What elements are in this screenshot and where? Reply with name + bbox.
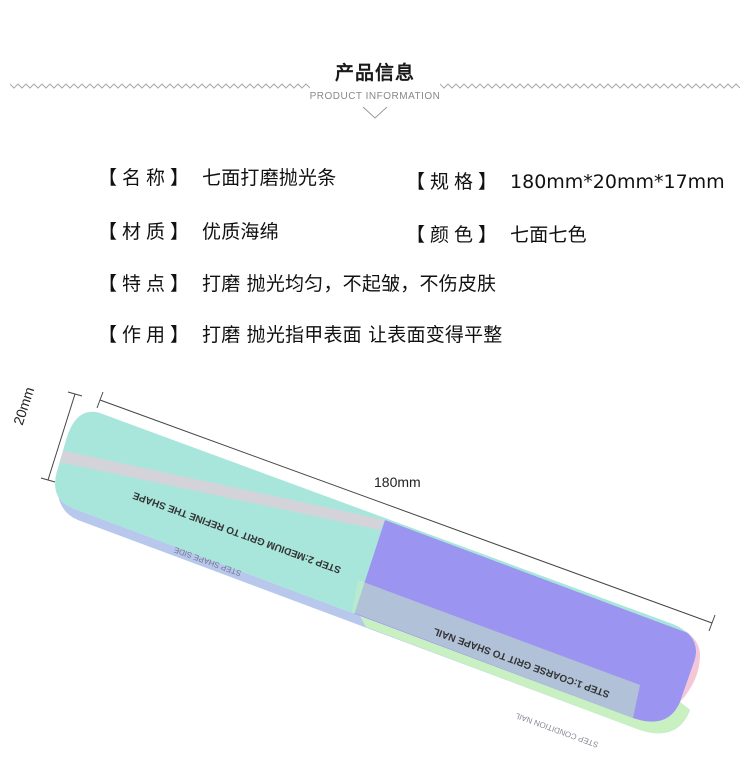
spec-name-label: 【名称】 — [98, 167, 195, 189]
decorative-wave-right — [440, 83, 740, 89]
section-title-cn: 产品信息 — [334, 62, 415, 84]
spec-material-value: 优质海绵 — [202, 221, 279, 243]
nail-buffer-image: STEP 2:MEDIUM GRIT TO REFINE THE SHAPE S… — [40, 391, 716, 750]
spec-material-label: 【材质】 — [98, 221, 195, 243]
dimension-length-label: 180mm — [374, 474, 421, 490]
spec-color-label: 【颜色】 — [406, 224, 503, 246]
buffer-end-cap — [670, 623, 700, 702]
spec-color: 【颜色】七面七色 — [406, 220, 587, 247]
spec-usage-label: 【作用】 — [98, 324, 195, 346]
spec-feature-label: 【特点】 — [98, 273, 195, 295]
spec-color-value: 七面七色 — [510, 224, 587, 246]
spec-size: 【规格】 180mm*20mm*17mm — [406, 167, 725, 194]
buffer-side-faces — [56, 468, 690, 734]
buffer-edge-highlight — [352, 580, 640, 718]
buffer-top-face — [55, 411, 697, 722]
dimension-width-line — [40, 391, 83, 483]
product-illustration: STEP 2:MEDIUM GRIT TO REFINE THE SHAPE S… — [0, 380, 750, 775]
section-title-en: PRODUCT INFORMATION — [309, 91, 441, 102]
spec-material: 【材质】优质海绵 — [98, 217, 279, 244]
spec-size-label: 【规格】 — [406, 171, 503, 193]
dimension-length-line — [96, 391, 716, 632]
spec-size-value: 180mm*20mm*17mm — [510, 171, 725, 193]
spec-usage: 【作用】打磨 抛光指甲表面 让表面变得平整 — [98, 320, 503, 347]
side-text-right: STEP CONDITION NAIL — [513, 711, 599, 750]
chevron-down-icon — [362, 106, 388, 119]
spec-name-value: 七面打磨抛光条 — [202, 167, 337, 189]
section-header: 产品信息 PRODUCT INFORMATION — [0, 0, 750, 130]
spec-usage-value: 打磨 抛光指甲表面 让表面变得平整 — [202, 324, 503, 346]
spec-name: 【名称】七面打磨抛光条 — [98, 163, 336, 190]
decorative-wave-left — [10, 83, 310, 89]
spec-feature-value: 打磨 抛光均匀，不起皱，不伤皮肤 — [202, 273, 497, 295]
spec-feature: 【特点】打磨 抛光均匀，不起皱，不伤皮肤 — [98, 269, 496, 296]
